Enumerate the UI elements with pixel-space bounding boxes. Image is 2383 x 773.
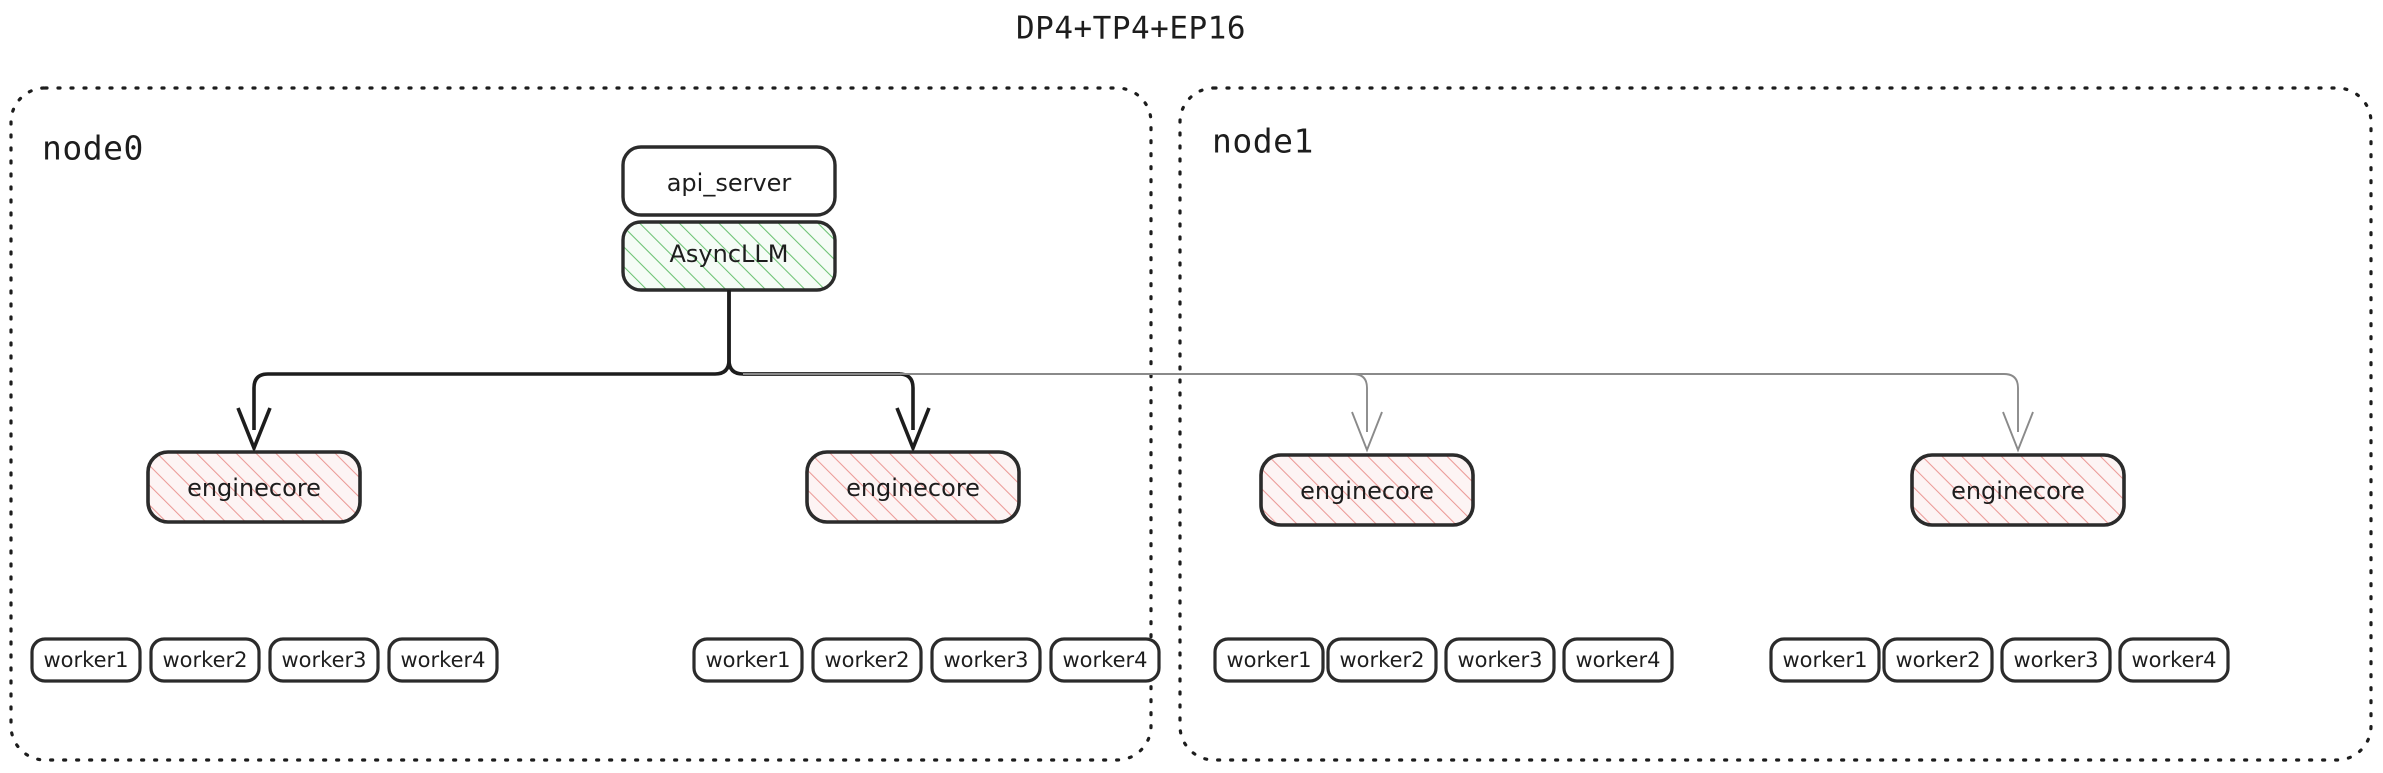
connector-trunk (236, 290, 900, 453)
worker-box[interactable] (1882, 637, 1994, 683)
node1-label: node1 (1212, 122, 1314, 161)
worker-label: worker1 (1783, 648, 1868, 672)
worker-label: worker4 (2132, 648, 2217, 672)
worker-label: worker3 (944, 648, 1029, 672)
worker-label: worker2 (163, 648, 248, 672)
worker-box[interactable] (149, 637, 261, 683)
enginecore-node1-0[interactable]: enginecore (1259, 453, 1475, 527)
worker-box[interactable] (1049, 637, 1161, 683)
worker-group-node0-1: worker1 worker2 worker3 worker4 (692, 637, 1161, 683)
worker-box[interactable] (1444, 637, 1556, 683)
worker-box[interactable] (2118, 637, 2230, 683)
worker-box[interactable] (1213, 637, 1325, 683)
worker-box[interactable] (268, 637, 380, 683)
worker-label: worker4 (1063, 648, 1148, 672)
node0-label: node0 (42, 129, 144, 168)
api-server-box[interactable] (621, 145, 837, 217)
connector-node0-engine2 (743, 372, 931, 453)
worker-label: worker4 (1576, 648, 1661, 672)
worker-box[interactable] (387, 637, 499, 683)
edge-engine-1-1 (743, 373, 2019, 432)
worker-label: worker4 (401, 648, 486, 672)
frontend-stack: api_server AsyncLLM (621, 145, 837, 292)
worker-label: worker1 (1227, 648, 1312, 672)
enginecore-label: enginecore (187, 474, 321, 502)
worker-group-node1-0: worker1 worker2 worker3 worker4 (1213, 637, 1674, 683)
trunk-left-segment (252, 290, 731, 430)
worker-label: worker3 (1458, 648, 1543, 672)
enginecore-node0-0[interactable]: enginecore (146, 450, 362, 524)
worker-box[interactable] (692, 637, 804, 683)
enginecore-label: enginecore (1951, 477, 2085, 505)
worker-box[interactable] (2000, 637, 2112, 683)
enginecore-label: enginecore (1300, 477, 1434, 505)
worker-box[interactable] (30, 637, 142, 683)
connector-node1-engine1 (743, 373, 1383, 453)
worker-box[interactable] (1326, 637, 1438, 683)
enginecore-box[interactable] (1910, 453, 2126, 527)
worker-group-node1-1: worker1 worker2 worker3 worker4 (1769, 637, 2230, 683)
arrowhead-engine-0-0 (236, 407, 272, 453)
connector-node1-engine2 (743, 373, 2034, 453)
worker-box[interactable] (930, 637, 1042, 683)
enginecore-box[interactable] (1259, 453, 1475, 527)
worker-label: worker2 (1340, 648, 1425, 672)
edge-engine-0-1 (743, 372, 915, 430)
enginecore-box[interactable] (805, 450, 1021, 524)
async-llm-label: AsyncLLM (670, 240, 789, 268)
enginecore-box[interactable] (146, 450, 362, 524)
enginecore-node1-1[interactable]: enginecore (1910, 453, 2126, 527)
node1-border (1178, 86, 2373, 762)
worker-box[interactable] (1769, 637, 1881, 683)
worker-label: worker3 (2014, 648, 2099, 672)
enginecore-label: enginecore (846, 474, 980, 502)
arrowhead-engine-0-1 (895, 407, 931, 453)
arrowhead-engine-1-0 (1351, 411, 1383, 453)
trunk-right-segment (727, 290, 900, 376)
worker-label: worker2 (825, 648, 910, 672)
api-server-label: api_server (667, 169, 792, 197)
worker-box[interactable] (811, 637, 923, 683)
worker-box[interactable] (1562, 637, 1674, 683)
worker-label: worker2 (1896, 648, 1981, 672)
edge-engine-1-0 (743, 373, 1368, 432)
worker-label: worker1 (44, 648, 129, 672)
worker-label: worker3 (282, 648, 367, 672)
worker-label: worker1 (706, 648, 791, 672)
node0-border (9, 86, 1153, 762)
enginecore-node0-1[interactable]: enginecore (805, 450, 1021, 524)
page-title: DP4+TP4+EP16 (1016, 11, 1246, 47)
worker-group-node0-0: worker1 worker2 worker3 worker4 (30, 637, 499, 683)
node-container-node1: node1 (1178, 86, 2373, 762)
arrowhead-engine-1-1 (2002, 411, 2034, 453)
node-container-node0: node0 (9, 86, 1153, 762)
